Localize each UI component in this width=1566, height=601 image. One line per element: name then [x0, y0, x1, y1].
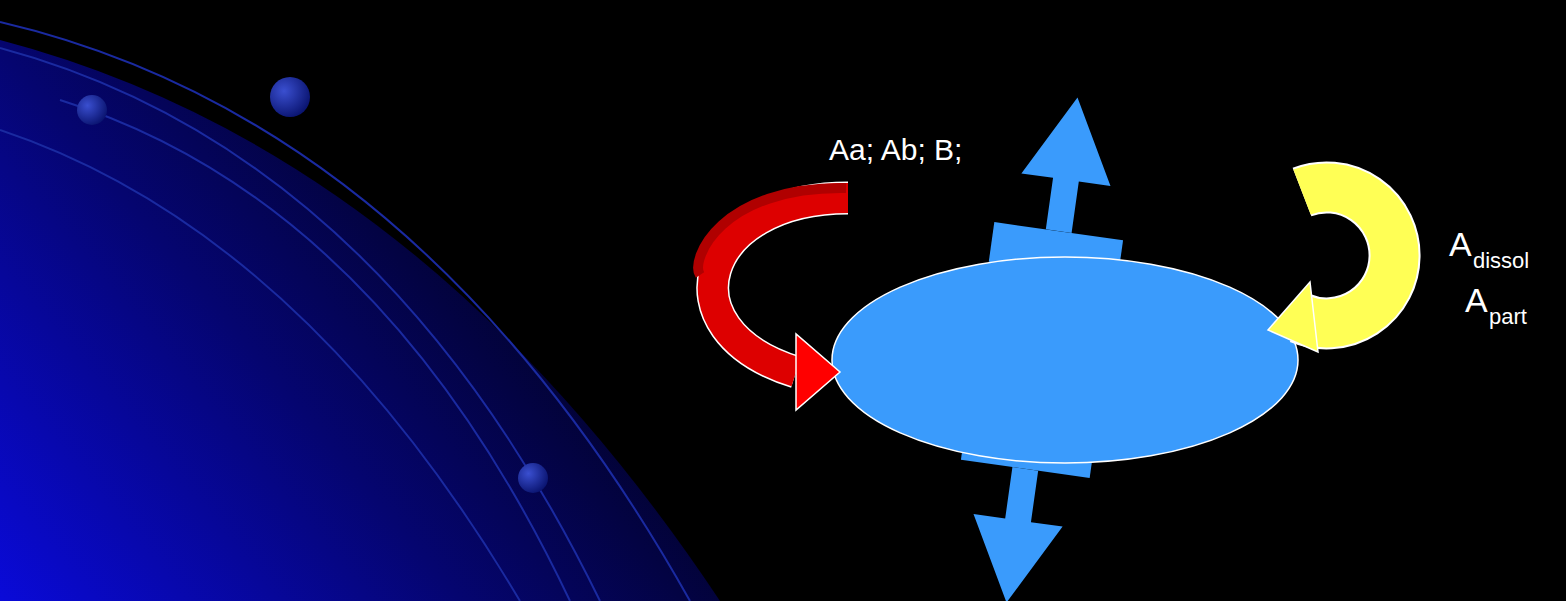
yellow-circular-arrow: [1268, 187, 1395, 352]
variable-letter: A: [1449, 227, 1472, 261]
decor-dot: [77, 95, 107, 125]
red-curved-arrow: [698, 188, 848, 410]
variable-letter: A: [1465, 283, 1488, 317]
background-gradient: [0, 40, 720, 601]
species-label: Aa; Ab; B;: [829, 135, 962, 165]
variable-subscript: dissol: [1473, 250, 1529, 272]
decor-dot: [270, 77, 310, 117]
variable-subscript: part: [1489, 306, 1527, 328]
ellipse-body: [832, 257, 1298, 463]
decor-dot: [518, 463, 548, 493]
decor-curves: [0, 22, 690, 601]
